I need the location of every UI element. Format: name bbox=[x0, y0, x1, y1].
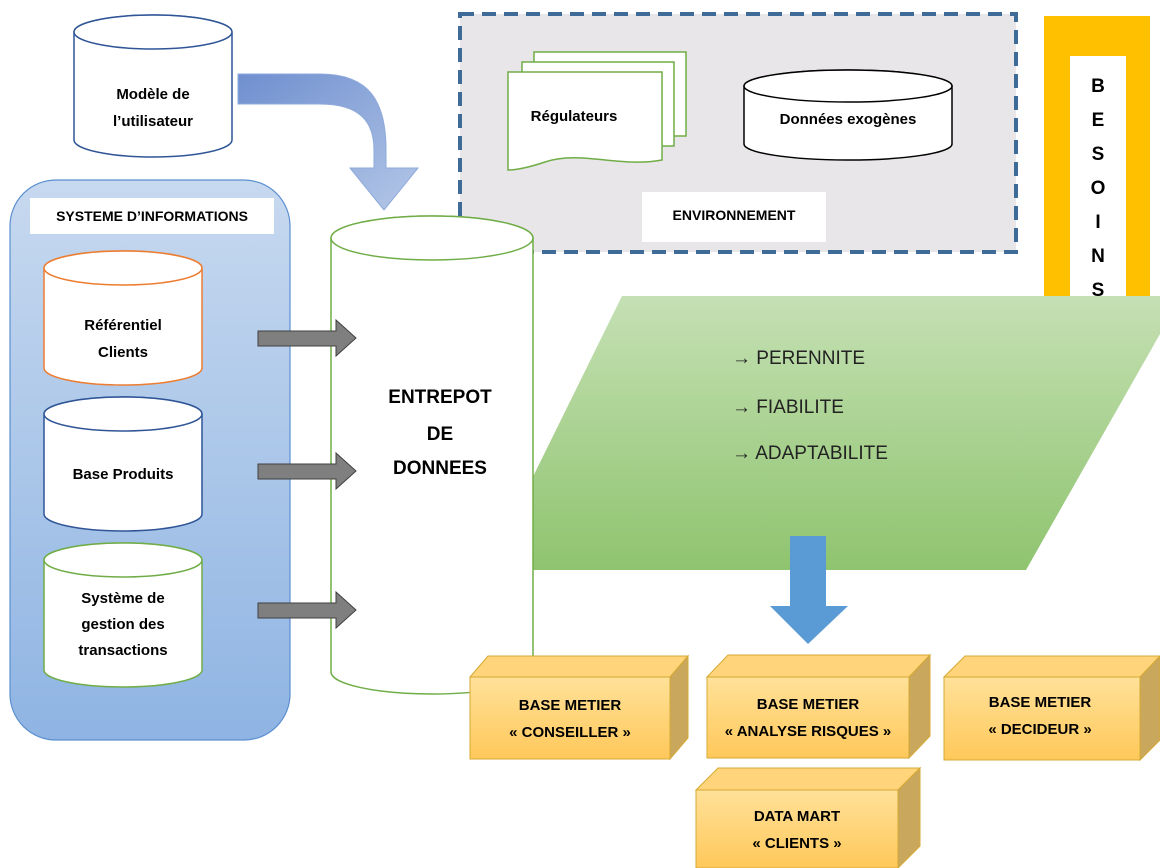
transactions-label-2: gestion des bbox=[81, 616, 164, 633]
besoins-letter-n: N bbox=[1091, 246, 1105, 267]
base-produits-cylinder: Base Produits bbox=[43, 396, 203, 532]
transactions-label-3: transactions bbox=[78, 642, 167, 659]
referentiel-clients-cylinder: Référentiel Clients bbox=[43, 250, 203, 386]
datamart-label-1: DATA MART bbox=[754, 808, 840, 825]
regulateurs-document: Régulateurs bbox=[507, 51, 687, 171]
risques-label-2: « ANALYSE RISQUES » bbox=[725, 723, 891, 740]
requirement-fiabilite: → FIABILITE bbox=[732, 397, 844, 418]
entrepot-label-1: ENTREPOT bbox=[388, 387, 492, 408]
risques-label-1: BASE METIER bbox=[757, 696, 860, 713]
regulateurs-label: Régulateurs bbox=[531, 108, 618, 125]
besoins-letter-i: I bbox=[1095, 212, 1100, 233]
modele-label-2: l’utilisateur bbox=[113, 113, 193, 130]
besoins-letter-o: O bbox=[1091, 178, 1106, 199]
box-conseiller: BASE METIER « CONSEILLER » bbox=[468, 654, 690, 761]
environment-title: ENVIRONNEMENT bbox=[673, 207, 796, 223]
produits-label: Base Produits bbox=[73, 466, 174, 483]
blue-down-arrow bbox=[770, 536, 848, 644]
requirement-adaptabilite: → ADAPTABILITE bbox=[732, 443, 888, 464]
modele-utilisateur-cylinder: Modèle de l’utilisateur bbox=[73, 14, 233, 158]
donnees-exogenes-cylinder: Données exogènes bbox=[743, 69, 953, 161]
box-data-mart: DATA MART « CLIENTS » bbox=[694, 766, 922, 868]
entrepot-label-2: DE bbox=[427, 424, 453, 445]
box-decideur: BASE METIER « DECIDEUR » bbox=[942, 655, 1160, 762]
besoins-letter-s2: S bbox=[1092, 280, 1105, 301]
box-analyse-risques: BASE METIER « ANALYSE RISQUES » bbox=[705, 653, 932, 760]
decideur-label-2: « DECIDEUR » bbox=[988, 721, 1091, 738]
entrepot-label-3: DONNEES bbox=[393, 458, 487, 479]
transactions-label-1: Système de bbox=[81, 590, 164, 607]
besoins-letter-b: B bbox=[1091, 76, 1105, 97]
gray-arrow-3 bbox=[257, 590, 357, 630]
curved-arrow bbox=[237, 73, 420, 211]
decideur-label-1: BASE METIER bbox=[989, 694, 1092, 711]
gray-arrow-2 bbox=[257, 451, 357, 491]
requirement-perennite: → PERENNITE bbox=[732, 348, 865, 369]
requirements-parallelogram: → PERENNITE → FIABILITE → ADAPTABILITE bbox=[487, 296, 1160, 570]
gray-arrow-1 bbox=[257, 318, 357, 358]
conseiller-label-2: « CONSEILLER » bbox=[509, 724, 631, 741]
modele-label-1: Modèle de bbox=[116, 86, 189, 103]
exogenes-label: Données exogènes bbox=[780, 111, 917, 128]
datamart-label-2: « CLIENTS » bbox=[752, 835, 841, 852]
transactions-cylinder: Système de gestion des transactions bbox=[43, 542, 203, 688]
besoins-letter-s: S bbox=[1092, 144, 1105, 165]
si-title: SYSTEME D’INFORMATIONS bbox=[56, 208, 248, 224]
besoins-letter-e: E bbox=[1092, 110, 1105, 131]
entrepot-donnees-cylinder: ENTREPOT DE DONNEES bbox=[330, 215, 534, 695]
conseiller-label-1: BASE METIER bbox=[519, 697, 622, 714]
referentiel-label-1: Référentiel bbox=[84, 317, 162, 334]
besoins-banner: B E S O I N S bbox=[1044, 16, 1150, 326]
referentiel-label-2: Clients bbox=[98, 344, 148, 361]
